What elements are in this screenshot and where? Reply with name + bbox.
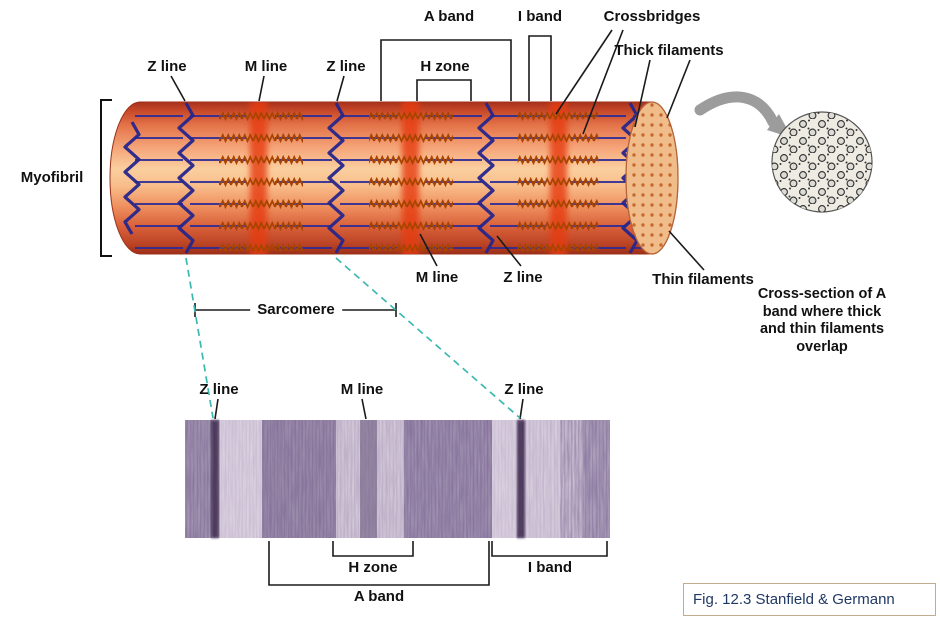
figure-caption-box: Fig. 12.3 Stanfield & Germann (683, 583, 936, 616)
myofibril-label: Myofibril (20, 169, 84, 186)
micrograph-z-line-left-label: Z line (199, 381, 239, 398)
crossbridges-label: Crossbridges (603, 8, 701, 25)
figure-caption-text: Fig. 12.3 Stanfield & Germann (693, 591, 895, 608)
sarcomere-label: Sarcomere (250, 301, 342, 319)
z-line-bottom-label: Z line (503, 269, 543, 286)
z-line-top-left-label: Z line (147, 58, 187, 75)
z-line-zigzags (123, 102, 639, 254)
dashed-projection-lines (185, 257, 521, 419)
myofibril-cylinder (109, 101, 679, 255)
pointer-lines (170, 29, 705, 420)
a-band-bottom-label: A band (353, 588, 405, 605)
m-line-top-label: M line (244, 58, 288, 75)
i-band-bottom-label: I band (527, 559, 573, 576)
a-band-top-label: A band (423, 8, 475, 25)
m-line-bottom-label: M line (415, 269, 459, 286)
band-brackets (268, 541, 608, 586)
zoom-arrow (694, 91, 792, 138)
filament-rows (135, 104, 645, 252)
h-zone-top-label: H zone (420, 58, 470, 75)
z-line-top-mid-label: Z line (326, 58, 366, 75)
myofibril-bracket (100, 99, 112, 257)
cut-end-dots (626, 102, 678, 254)
i-band-top-label: I band (517, 8, 563, 25)
micrograph (185, 420, 610, 538)
thin-filaments-label: Thin filaments (652, 271, 754, 288)
thick-filaments-label: Thick filaments (614, 42, 724, 59)
micrograph-m-line-label: M line (340, 381, 384, 398)
micrograph-z-line-right-label: Z line (504, 381, 544, 398)
cross-section-caption: Cross-section of A band where thick and … (757, 286, 887, 356)
h-zone-bottom-label: H zone (348, 559, 398, 576)
cross-section-circle (771, 111, 873, 213)
